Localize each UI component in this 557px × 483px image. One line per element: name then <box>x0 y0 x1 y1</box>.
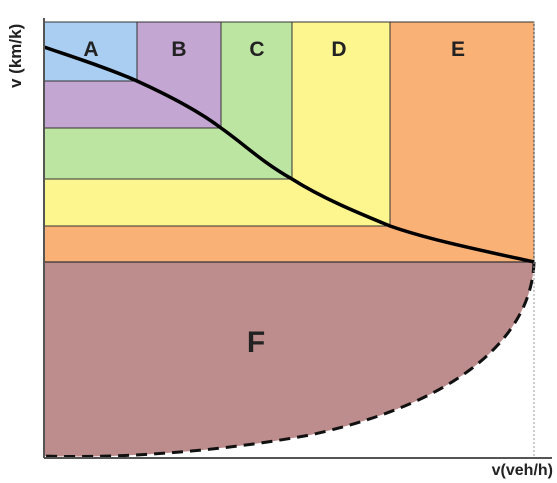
level-e-label: E <box>451 38 465 61</box>
level-a-label: A <box>83 38 98 61</box>
dashed-boundary-curve <box>43 261 536 459</box>
level-f-region <box>44 262 534 457</box>
level-c-label: C <box>249 38 264 61</box>
x-axis-label: v(veh/h) <box>491 462 553 479</box>
level-b-label: B <box>171 38 186 61</box>
speed-flow-curve <box>43 45 535 264</box>
level-d-label: D <box>331 38 346 61</box>
y-axis-label: v (km/k) <box>6 23 25 88</box>
level-f-label: F <box>247 326 265 359</box>
